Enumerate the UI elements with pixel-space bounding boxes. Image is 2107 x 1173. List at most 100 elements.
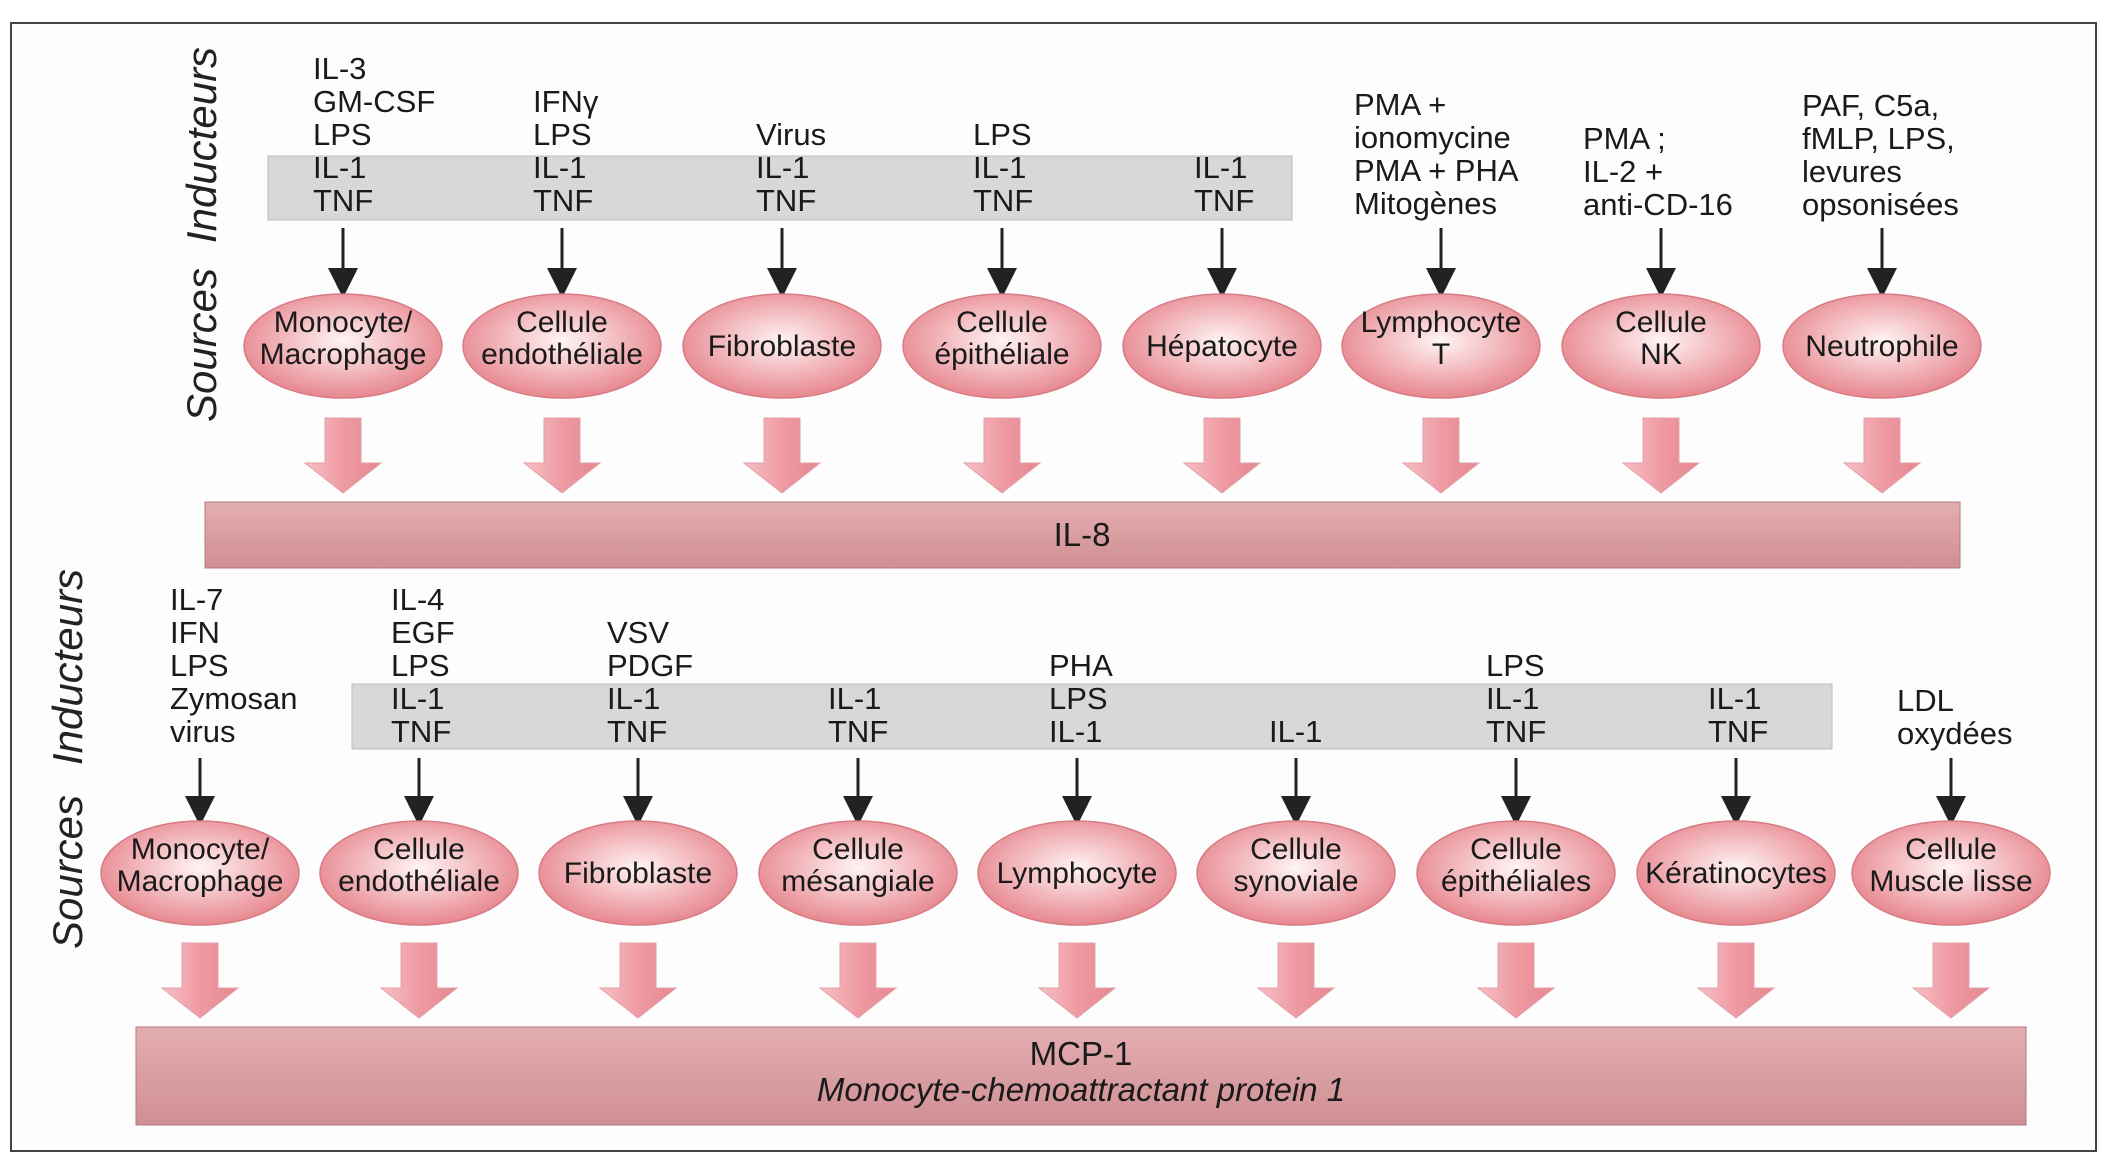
- il8-inducer-text: fMLP, LPS,: [1802, 121, 1955, 156]
- il8-secretion-arrow: [742, 417, 822, 494]
- mcp1-inducer-text: IL-1: [1269, 714, 1322, 749]
- il8-source-cell: [1561, 293, 1761, 399]
- il8-band-label: IL-8: [1054, 516, 1111, 553]
- il8-inducer-text: LPS: [973, 117, 1032, 152]
- mcp1-source-cell: [758, 820, 958, 926]
- il8-inducer-text: IFNγ: [533, 84, 599, 119]
- il8-cell-label: Cellule: [1615, 306, 1707, 339]
- il8-secretion-arrow: [522, 417, 602, 494]
- mcp1-secretion-arrow: [598, 942, 678, 1019]
- il8-cell-label: Cellule: [956, 306, 1048, 339]
- il8-inducer-text: ionomycine: [1354, 120, 1511, 155]
- mcp1-band-sublabel: Monocyte-chemoattractant protein 1: [817, 1071, 1345, 1108]
- mcp1-source-cell: [319, 820, 519, 926]
- il8-shared-inducers-shade: [267, 155, 1293, 221]
- il8-inducer-text: GM-CSF: [313, 84, 435, 119]
- il8-inducer-text: IL-1: [756, 150, 809, 185]
- il8-cell-label: Fibroblaste: [708, 330, 856, 363]
- il8-cell-label: Hépatocyte: [1146, 330, 1298, 363]
- mcp1-inducer-text: IL-7: [170, 582, 223, 617]
- mcp1-cell-label: Macrophage: [117, 865, 284, 898]
- il8-inducer-text: TNF: [1194, 183, 1254, 218]
- il8-inducer-text: PAF, C5a,: [1802, 88, 1939, 123]
- mcp1-secretion-arrow: [1476, 942, 1556, 1019]
- mcp1-inducer-text: VSV: [607, 615, 669, 650]
- mcp1-source-cell: [100, 820, 300, 926]
- mcp1-inducer-text: LPS: [1049, 681, 1108, 716]
- mcp1-secretion-arrow: [1037, 942, 1117, 1019]
- il8-inducer-text: TNF: [756, 183, 816, 218]
- mcp1-inducer-text: LPS: [1486, 648, 1545, 683]
- mcp1-inducer-text: IL-1: [1486, 681, 1539, 716]
- mcp1-source-cell: [1416, 820, 1616, 926]
- il8-inducer-text: Virus: [756, 117, 826, 152]
- mcp1-inducer-text: TNF: [1708, 714, 1768, 749]
- mcp1-secretion-arrow: [160, 942, 240, 1019]
- il8-source-cell: [902, 293, 1102, 399]
- il8-inducer-text: LPS: [313, 117, 372, 152]
- mcp1-inducer-text: IFN: [170, 615, 220, 650]
- mcp1-inducer-text: PDGF: [607, 648, 693, 683]
- mcp1-source-cell: [538, 820, 738, 926]
- mcp1-inducer-text: IL-1: [828, 681, 881, 716]
- il8-source-cell: [462, 293, 662, 399]
- il8-inducer-text: IL-1: [973, 150, 1026, 185]
- mcp1-inducer-text: EGF: [391, 615, 455, 650]
- mcp1-cell-label: Cellule: [1470, 833, 1562, 866]
- il8-inducer-text: PMA +: [1354, 87, 1446, 122]
- mcp1-secretion-arrow: [1911, 942, 1991, 1019]
- mcp1-secretion-arrow: [379, 942, 459, 1019]
- il8-source-cell: [243, 293, 443, 399]
- il8-source-cell: [1782, 293, 1982, 399]
- il8-inducer-text: TNF: [973, 183, 1033, 218]
- il8-secretion-arrow: [962, 417, 1042, 494]
- mcp1-inducer-text: TNF: [1486, 714, 1546, 749]
- mcp1-inducer-text: TNF: [391, 714, 451, 749]
- mcp1-secretion-arrow: [1256, 942, 1336, 1019]
- il8-secretion-arrow: [1621, 417, 1701, 494]
- mcp1-band: [135, 1026, 2027, 1126]
- il8-secretion-arrow: [1182, 417, 1262, 494]
- mcp1-inducer-text: IL-1: [391, 681, 444, 716]
- mcp1-inducer-text: IL-4: [391, 582, 444, 617]
- mcp1-inducer-text: oxydées: [1897, 716, 2012, 751]
- mcp1-secretion-arrow: [818, 942, 898, 1019]
- il8-inducer-text: Mitogènes: [1354, 186, 1497, 221]
- mcp1-sources-label: Sources: [44, 795, 91, 949]
- mcp1-cell-label: endothéliale: [338, 865, 500, 898]
- il8-cell-label: endothéliale: [481, 338, 643, 371]
- il8-inducer-text: IL-2 +: [1583, 154, 1663, 189]
- il8-inducer-text: TNF: [313, 183, 373, 218]
- mcp1-cell-label: épithéliales: [1441, 865, 1591, 898]
- il8-secretion-arrow: [1842, 417, 1922, 494]
- mcp1-inducer-text: TNF: [607, 714, 667, 749]
- mcp1-cell-label: Cellule: [1250, 833, 1342, 866]
- il8-cell-label: épithéliale: [934, 338, 1069, 371]
- il8-cell-label: Lymphocyte: [1361, 306, 1522, 339]
- mcp1-inducteurs-label: Inducteurs: [44, 569, 91, 765]
- il8-band: [204, 501, 1961, 569]
- il8-cell-label: Macrophage: [260, 338, 427, 371]
- mcp1-inducer-text: LDL: [1897, 683, 1954, 718]
- il8-secretion-arrow: [303, 417, 383, 494]
- mcp1-cell-label: Fibroblaste: [564, 857, 712, 890]
- il8-cell-label: T: [1432, 338, 1450, 371]
- mcp1-secretion-arrow: [1696, 942, 1776, 1019]
- mcp1-source-cell: [977, 820, 1177, 926]
- il8-column: PAF, C5a,fMLP, LPS,levuresopsoniséesNeut…: [1782, 88, 1982, 494]
- il8-source-cell: [682, 293, 882, 399]
- mcp1-inducer-text: LPS: [170, 648, 229, 683]
- il8-cell-label: Neutrophile: [1805, 330, 1958, 363]
- mcp1-cell-label: mésangiale: [781, 865, 934, 898]
